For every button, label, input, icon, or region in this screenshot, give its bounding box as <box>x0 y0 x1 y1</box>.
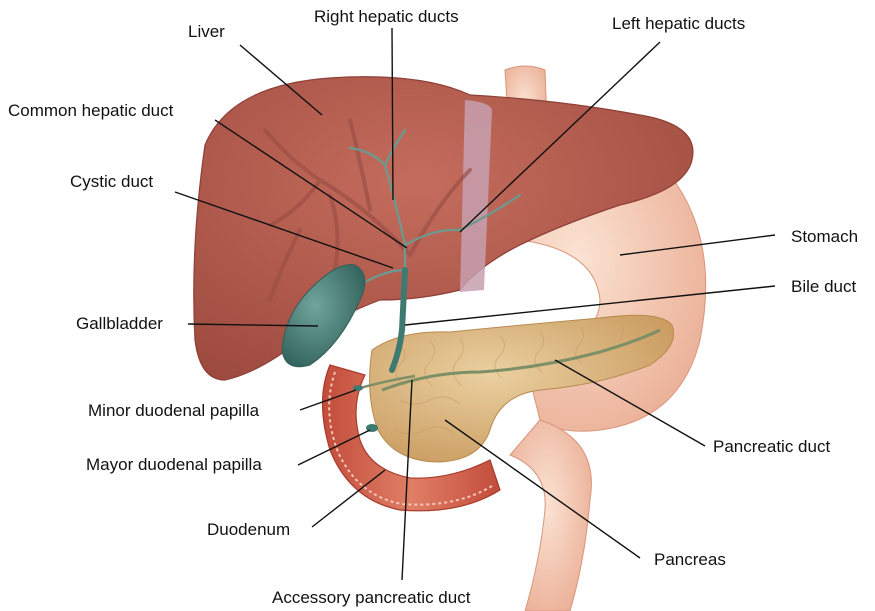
label-stomach: Stomach <box>791 227 858 247</box>
label-accessory-pancreatic-duct: Accessory pancreatic duct <box>272 588 470 608</box>
label-mayor-duodenal-papilla: Mayor duodenal papilla <box>86 455 262 475</box>
label-pancreatic-duct: Pancreatic duct <box>713 437 830 457</box>
label-pancreas: Pancreas <box>654 550 726 570</box>
label-common-hepatic-duct: Common hepatic duct <box>8 101 173 121</box>
label-bile-duct: Bile duct <box>791 277 856 297</box>
label-cystic-duct: Cystic duct <box>70 172 153 192</box>
label-duodenum: Duodenum <box>207 520 290 540</box>
label-right-hepatic-ducts: Right hepatic ducts <box>314 7 459 27</box>
label-left-hepatic-ducts: Left hepatic ducts <box>612 14 745 34</box>
label-minor-duodenal-papilla: Minor duodenal papilla <box>88 401 259 421</box>
label-liver: Liver <box>188 22 225 42</box>
label-gallbladder: Gallbladder <box>76 314 163 334</box>
